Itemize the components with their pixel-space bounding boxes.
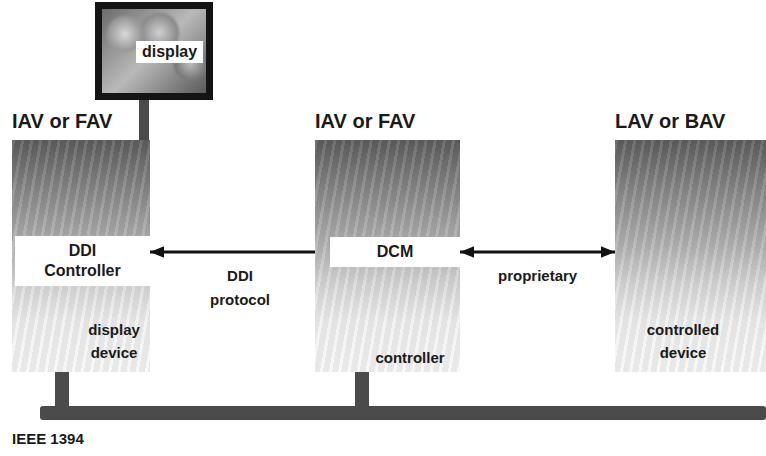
protocol-arrow bbox=[460, 251, 615, 254]
device-class-heading: IAV or FAV bbox=[12, 110, 112, 133]
protocol-label: DDI protocol bbox=[201, 264, 279, 312]
device-block: IAV or FAVcontrollerDCM bbox=[315, 140, 460, 372]
device-role-caption: display device bbox=[80, 318, 148, 364]
bus-stub bbox=[55, 368, 69, 410]
protocol-arrow bbox=[150, 251, 330, 254]
display-cable bbox=[139, 100, 149, 140]
display-monitor: display bbox=[95, 2, 213, 100]
bus-name: IEEE 1394 bbox=[12, 430, 84, 447]
screen-label: display bbox=[136, 41, 203, 63]
device-class-heading: IAV or FAV bbox=[315, 110, 415, 133]
device-class-heading: LAV or BAV bbox=[615, 110, 725, 133]
bus-stub bbox=[355, 368, 369, 410]
device-role-caption: controller bbox=[365, 346, 455, 369]
ieee1394-bus bbox=[40, 406, 766, 420]
protocol-label: proprietary bbox=[496, 264, 579, 288]
module-name: DCM bbox=[377, 242, 413, 262]
device-role-caption: controlled device bbox=[637, 318, 729, 364]
device-block: LAV or BAVcontrolled device bbox=[615, 140, 766, 372]
module-label: DDI Controller bbox=[15, 236, 150, 286]
device-block: IAV or FAVdisplay deviceDDI Controller bbox=[12, 140, 150, 372]
module-name: DDI Controller bbox=[37, 241, 129, 281]
module-label: DCM bbox=[330, 237, 460, 267]
